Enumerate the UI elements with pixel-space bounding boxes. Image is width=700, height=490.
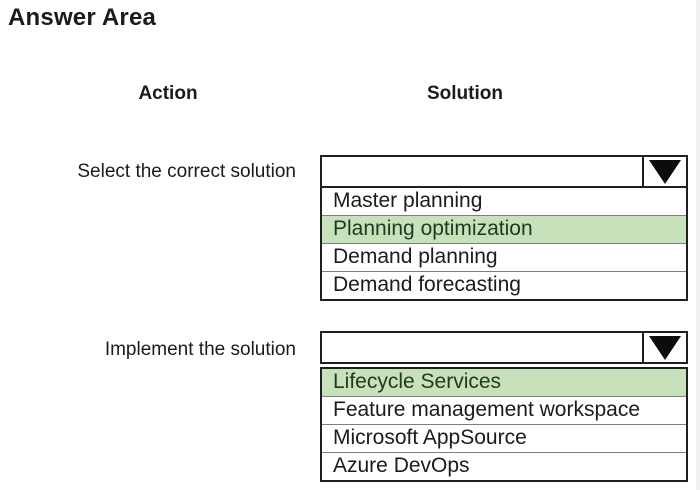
dropdown-option[interactable]: Feature management workspace — [322, 397, 686, 425]
dropdown-select-solution: Master planning Planning optimization De… — [320, 155, 688, 301]
dropdown-2-select-box[interactable] — [320, 331, 688, 364]
dropdown-2-option-list: Lifecycle Services Feature management wo… — [320, 367, 688, 482]
dropdown-option[interactable]: Demand planning — [322, 244, 686, 272]
chevron-down-icon — [649, 159, 681, 184]
dropdown-option[interactable]: Lifecycle Services — [322, 369, 686, 397]
dropdown-2-selected-value — [322, 333, 642, 362]
dropdown-option[interactable]: Azure DevOps — [333, 454, 470, 477]
dropdown-implement-solution: Lifecycle Services Feature management wo… — [320, 331, 688, 482]
column-header-solution: Solution — [427, 83, 503, 104]
dropdown-option[interactable]: Planning optimization — [322, 216, 686, 244]
action-label-implement-solution: Implement the solution — [104, 339, 296, 360]
dropdown-1-arrow-button[interactable] — [642, 157, 686, 186]
dropdown-1-option-list: Master planning Planning optimization De… — [320, 186, 688, 301]
dropdown-option[interactable]: Microsoft AppSource — [322, 425, 686, 453]
column-header-action: Action — [138, 83, 198, 104]
dropdown-option[interactable]: Master planning — [322, 188, 686, 216]
page-title: Answer Area — [8, 4, 157, 31]
window-edge — [696, 0, 700, 490]
dropdown-1-select-box[interactable] — [320, 155, 688, 188]
action-label-select-solution: Select the correct solution — [77, 161, 296, 182]
dropdown-2-arrow-button[interactable] — [642, 333, 686, 362]
chevron-down-icon — [649, 335, 681, 360]
dropdown-1-selected-value — [322, 157, 642, 186]
dropdown-option[interactable]: Demand forecasting — [333, 273, 521, 296]
